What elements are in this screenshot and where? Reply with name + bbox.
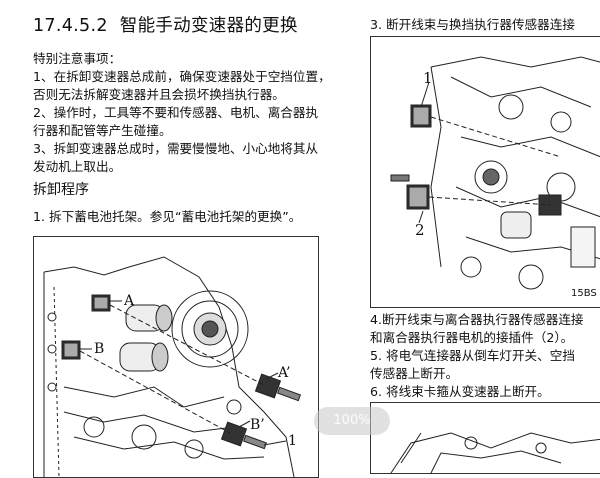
step-4-line-2: 和离合器执行器电机的接插件（2）。 (370, 330, 574, 345)
heading-number: 17.4.5.2 (33, 16, 108, 36)
step-4-line-1: 4.断开线束与离合器执行器传感器连接 (370, 312, 584, 327)
note-line: 1、在拆卸变速器总成前，确保变速器处于空挡位置， (33, 69, 331, 84)
note-line: 否则无法拆解变速器并且会损坏换挡执行器。 (33, 87, 285, 102)
figure-clutch-sensors: 1 2 15BS (370, 36, 600, 308)
label-1: 1 (288, 433, 297, 449)
label-a-prime: A’ (277, 365, 291, 381)
step-5-line-2: 传感器上断开。 (370, 366, 459, 381)
section-heading: 17.4.5.2 智能手动变速器的更换 (33, 12, 298, 37)
figure-caption: 15BS (571, 288, 597, 299)
label-b: B (94, 341, 104, 357)
figure-harness-clips (370, 402, 600, 474)
label-a: A (123, 293, 135, 309)
step-6: 6. 将线束卡箍从变速器上断开。 (370, 384, 550, 399)
step-1: 1. 拆下蓄电池托架。参见“蓄电池托架的更换”。 (33, 209, 302, 224)
heading-title: 智能手动变速器的更换 (119, 16, 298, 36)
note-title: 特别注意事项： (33, 51, 122, 66)
transmission-illustration-2: 1 2 15BS (390, 56, 600, 299)
note-line: 行器和配管等产生碰撞。 (33, 123, 172, 138)
note-line: 2、操作时，工具等不要和传感器、电机、离合器执 (33, 105, 319, 120)
step-3: 3. 断开线束与换挡执行器传感器连接 (370, 17, 575, 32)
step-5-line-1: 5. 将电气连接器从倒车灯开关、空挡 (370, 348, 575, 363)
note-line: 发动机上取出。 (33, 159, 122, 174)
note-line: 3、拆卸变速器总成时，需要慢慢地、小心地将其从 (33, 141, 319, 156)
label-2: 2 (415, 221, 425, 239)
transmission-illustration-1: A B A’ B’ 1 (43, 256, 302, 477)
label-b-prime: B’ (250, 417, 265, 433)
zoom-indicator[interactable]: 100% (314, 407, 390, 435)
figure-shift-sensors: A B A’ B’ 1 (33, 236, 319, 478)
transmission-illustration-3 (390, 432, 600, 473)
label-1: 1 (423, 69, 433, 87)
procedure-title: 拆卸程序 (33, 182, 89, 198)
